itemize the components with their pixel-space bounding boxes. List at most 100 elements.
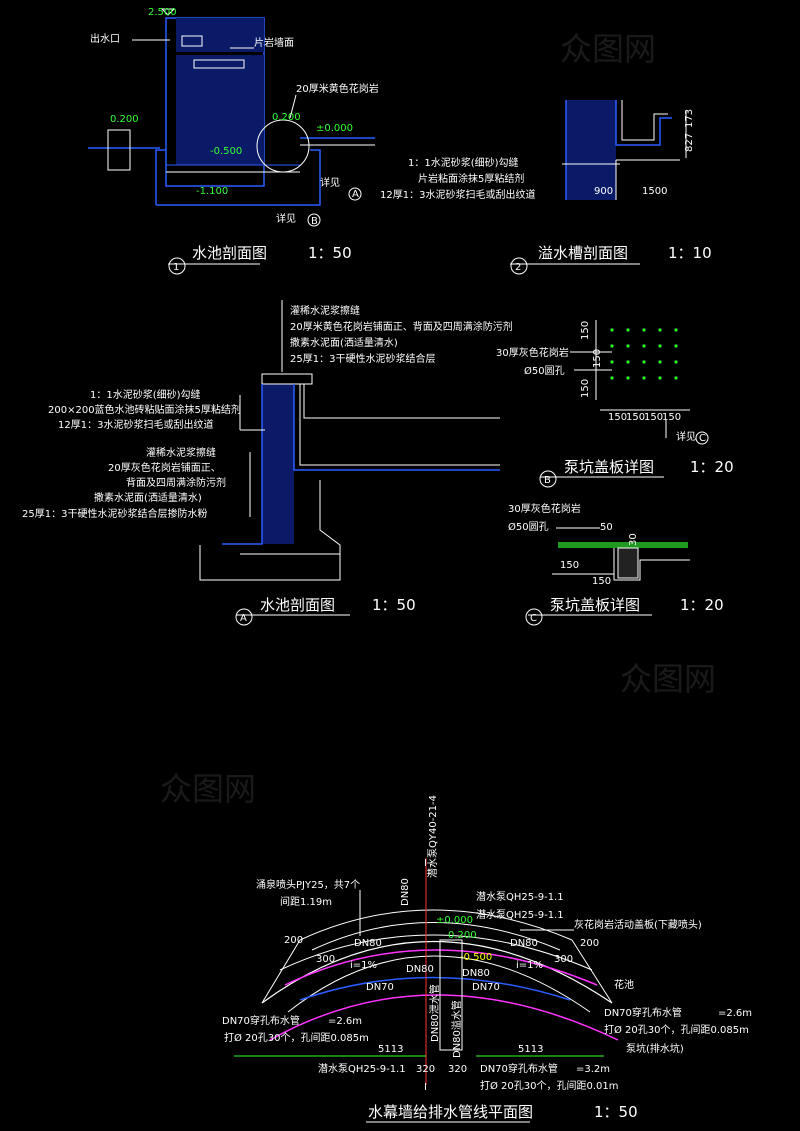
label-outlet: 出水口	[90, 32, 120, 45]
dim-bottom-4: 150	[662, 412, 681, 423]
slope-a: i=1%	[350, 960, 377, 971]
label-overflow: DN80溢水管	[450, 1000, 463, 1058]
pump-pit	[439, 939, 463, 1051]
bottom-note-4: 撒素水泥面(洒适量清水)	[94, 491, 202, 504]
title-badge: 2	[515, 262, 521, 273]
see-circle	[695, 431, 709, 445]
title-badge-circle	[525, 608, 543, 626]
dim-30: 30	[628, 533, 639, 546]
channel-inner	[621, 100, 668, 141]
holes-left: 打Ø 20孔30个，孔间距0.085m	[224, 1031, 369, 1044]
len-left: =2.6m	[328, 1016, 362, 1027]
watermark-3: 众图网	[160, 770, 256, 808]
slope-b: i=1%	[516, 960, 543, 971]
arc-2	[287, 955, 591, 1013]
elev-top: 2.500	[148, 7, 177, 18]
title-badge: B	[544, 475, 551, 486]
view-A-pool-section: 灌稀水泥浆擦缝 20厚米黄色花岗岩铺面正、背面及四周满涂防污剂 撒素水泥面(洒适…	[22, 300, 513, 626]
dim-320b: 320	[416, 1064, 435, 1075]
label-planter: 花池	[614, 978, 634, 991]
dim-5113a: 5113	[378, 1044, 403, 1055]
edge-left	[261, 939, 301, 1004]
top-note-4: 25厚1：3干硬性水泥砂浆结合层	[290, 352, 435, 365]
arc-magenta-2	[269, 994, 619, 1041]
viewA-title: 水池剖面图	[260, 596, 335, 614]
label-granite: 20厚米黄色花岗岩	[296, 82, 379, 95]
channel-outline	[565, 100, 672, 200]
dim-300a: 300	[316, 954, 335, 965]
arc-blue	[299, 976, 571, 1001]
label-cover: 灰花岗岩活动盖板(下藏喷头)	[574, 918, 702, 931]
wall-outline	[222, 384, 500, 545]
granite-slab	[558, 542, 688, 548]
bottom-note-2: 20厚灰色花岗岩铺面正、	[108, 461, 221, 474]
pipe-left: DN70穿孔布水管	[222, 1014, 300, 1027]
view-2-overflow-section: 827 173 900 1500 1：1水泥砂浆(细砂)勾缝 片岩粘面涂抹5厚粘…	[380, 100, 712, 275]
see-badge: C	[699, 433, 706, 444]
coping-stone	[261, 373, 313, 385]
title-badge: 1	[173, 262, 179, 273]
dim-200a: 200	[284, 935, 303, 946]
dim-900: 900	[594, 186, 613, 197]
label-pump2: 潜水泵QH25-9-1.1	[476, 908, 564, 921]
pit-edge	[613, 548, 690, 581]
dim-173: 173	[684, 109, 695, 128]
dim-left-3: 150	[580, 379, 591, 398]
channel-floor	[615, 159, 680, 200]
dn70-b: DN70	[472, 982, 500, 993]
plan-title: 水幕墙给排水管线平面图	[368, 1103, 533, 1121]
section-mark-top: I	[424, 858, 427, 869]
label-hole: Ø50圆孔	[508, 521, 549, 533]
label-pump-vert: 潜水泵QY40-21-4	[426, 795, 439, 878]
bottom-note-5: 25厚1：3干硬性水泥砂浆结合层掺防水粉	[22, 507, 207, 520]
viewC-title: 泵坑盖板详图	[550, 596, 640, 614]
plan-elev-500: -0.500	[460, 952, 492, 963]
stone-panel-lower	[176, 55, 264, 165]
wall-fill	[566, 100, 616, 200]
label-drain: DN80泄水管	[428, 984, 441, 1042]
holes-bottom: 打Ø 20孔30个，孔间距0.01m	[480, 1079, 619, 1092]
detail-circle	[256, 119, 310, 173]
watermark: 众图网	[560, 30, 656, 68]
label-dn80-vert: DN80	[400, 878, 411, 906]
dn80-b: DN80	[510, 938, 538, 949]
outlet-spout	[181, 35, 203, 47]
top-note-1: 灌稀水泥浆擦缝	[290, 304, 360, 317]
view2-scale: 1：10	[668, 244, 712, 262]
holes-right: 打Ø 20孔30个，孔间距0.085m	[604, 1023, 749, 1036]
title-badge-circle	[539, 470, 557, 488]
view1-scale: 1：50	[308, 244, 352, 262]
view-B-cover-plan: 150 150 150 150 150 150 150 30厚灰色花岗岩 Ø50…	[496, 320, 734, 488]
pit-wall	[617, 547, 639, 579]
title-badge-circle	[168, 257, 186, 275]
dim-1500: 1500	[642, 186, 667, 197]
label-fountain: 涌泉喷头PJY25，共7个	[256, 878, 360, 891]
plan-scale: 1：50	[594, 1103, 638, 1121]
label-hole: Ø50圆孔	[524, 365, 565, 377]
label-pump3: 潜水泵QH25-9-1.1	[318, 1062, 406, 1075]
hole-grid	[610, 328, 678, 380]
left-note-2: 200×200蓝色水池砖粘贴面涂抹5厚粘结剂	[48, 403, 241, 416]
edge-right	[571, 939, 613, 1004]
plan-elev-200: 0.200	[448, 930, 477, 941]
title-badge-circle	[510, 257, 528, 275]
pipe-bottom: DN70穿孔布水管	[480, 1062, 558, 1075]
arc-top-2	[311, 922, 561, 951]
dim-bottom-2: 150	[626, 412, 645, 423]
label-granite: 30厚灰色花岗岩	[496, 346, 569, 359]
note-2: 片岩粘面涂抹5厚粘结剂	[418, 172, 524, 185]
dim-827: 827	[684, 133, 695, 152]
viewB-title: 泵坑盖板详图	[564, 458, 654, 476]
view-1-pool-section: 2.500 0.200 0.200 ±0.000 -0.500 -1.100 出…	[88, 7, 379, 275]
dim-150b: 150	[592, 576, 611, 587]
dim-bottom-3: 150	[644, 412, 663, 423]
view1-title: 水池剖面图	[192, 244, 267, 262]
plan-elev-zero: ±0.000	[436, 915, 473, 926]
label-spacing: 间距1.19m	[280, 895, 332, 908]
dim-left-2: 150	[592, 349, 603, 368]
see-b-circle	[307, 213, 321, 227]
stone-panel	[176, 18, 264, 52]
left-note-3: 12厚1：3水泥砂浆扫毛或刮出纹道	[58, 418, 213, 431]
arc-magenta	[284, 949, 598, 986]
elev-zero: ±0.000	[316, 123, 353, 134]
